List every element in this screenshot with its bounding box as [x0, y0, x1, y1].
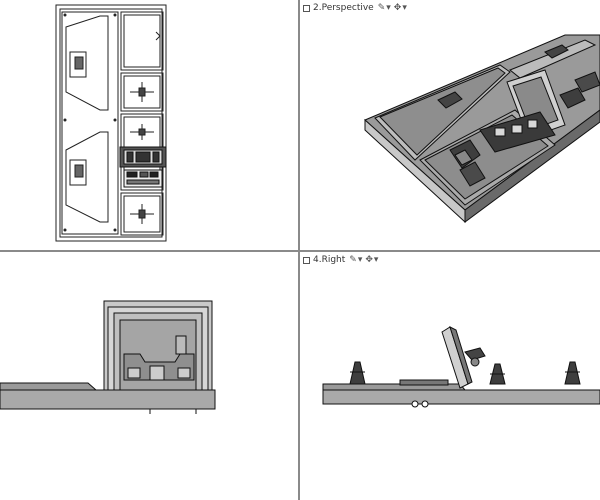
pan-icon[interactable]: ✥ — [393, 3, 402, 13]
front-view-model — [0, 300, 216, 414]
viewport-title[interactable]: 2.Perspective — [313, 3, 374, 13]
right-viewport[interactable]: 4.Right ✎ ▾ ✥ ▾ — [300, 252, 600, 500]
right-viewport-header: 4.Right ✎ ▾ ✥ ▾ — [303, 254, 380, 266]
perspective-viewport-header: 2.Perspective ✎ ▾ ✥ ▾ — [303, 2, 409, 14]
front-viewport[interactable] — [0, 252, 298, 500]
navigation-dropdown-icon[interactable]: ▾ — [373, 255, 379, 265]
perspective-view-model — [364, 34, 600, 224]
right-view-model — [322, 326, 600, 408]
display-dropdown-icon[interactable]: ▾ — [386, 3, 391, 13]
viewport-menu-icon[interactable] — [303, 256, 310, 264]
pencil-icon[interactable]: ✎ — [349, 255, 357, 265]
pencil-icon[interactable]: ✎ — [377, 3, 386, 13]
display-dropdown-icon[interactable]: ▾ — [357, 255, 363, 265]
viewport-title[interactable]: 4.Right — [313, 255, 346, 265]
top-viewport[interactable] — [0, 0, 298, 250]
viewport-menu-icon[interactable] — [303, 4, 310, 12]
perspective-viewport[interactable]: 2.Perspective ✎ ▾ ✥ ▾ — [300, 0, 600, 250]
top-view-model — [55, 4, 167, 242]
viewport-divider-horizontal[interactable] — [0, 250, 600, 252]
pan-icon[interactable]: ✥ — [365, 255, 373, 265]
navigation-dropdown-icon[interactable]: ▾ — [402, 3, 407, 13]
